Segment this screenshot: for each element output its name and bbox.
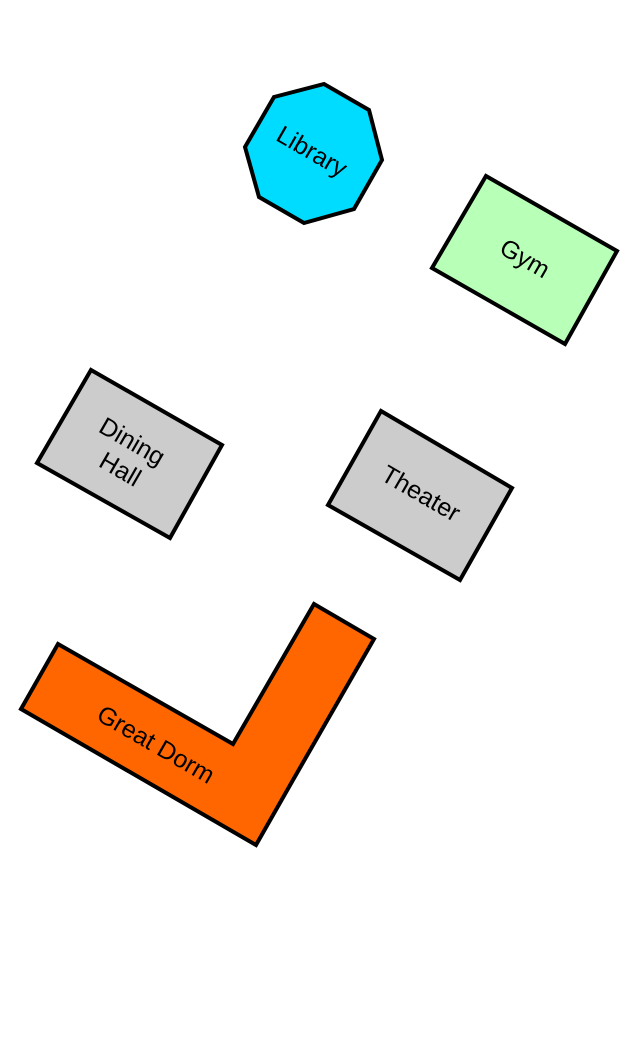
gym-building[interactable]: Gym bbox=[429, 173, 620, 347]
theater-shape[interactable] bbox=[325, 408, 515, 583]
great-dorm-shape[interactable] bbox=[18, 601, 377, 848]
dining-hall-building[interactable]: Dining Hall bbox=[34, 367, 225, 541]
library-building[interactable]: Library bbox=[242, 81, 385, 226]
library-shape[interactable] bbox=[242, 81, 385, 226]
gym-shape[interactable] bbox=[429, 173, 620, 347]
theater-building[interactable]: Theater bbox=[325, 408, 515, 583]
great-dorm-building[interactable]: Great Dorm bbox=[18, 601, 377, 848]
dining-hall-shape[interactable] bbox=[34, 367, 225, 541]
